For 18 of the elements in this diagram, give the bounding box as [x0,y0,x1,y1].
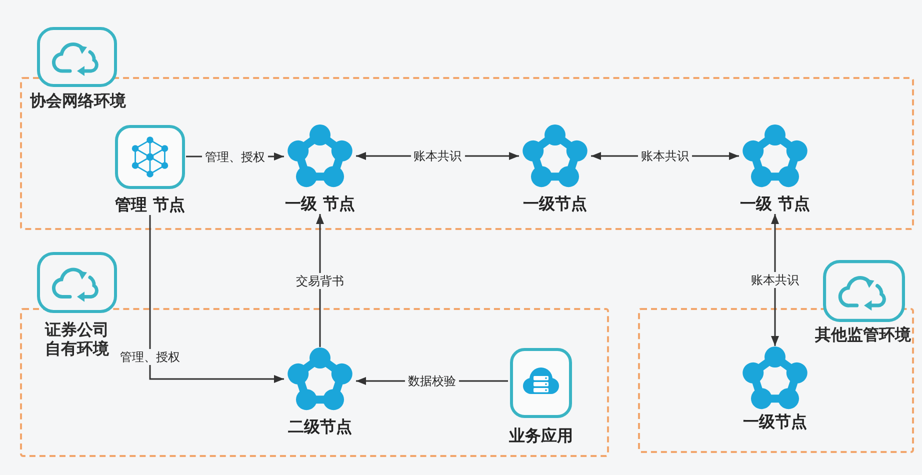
node-label: 一级节点 [743,412,807,432]
edge-label: 数据校验 [405,373,459,389]
node-label: 业务应用 [509,426,573,446]
edge-label: 账本共识 [638,148,692,164]
node-label: 一级节点 [523,194,587,214]
double-arrow [771,214,779,346]
region-label: 证券公司自有环境 [45,320,110,358]
region-label: 其他监管环境 [815,325,911,344]
arrow [149,215,284,383]
node-label: 一级 节点 [740,194,810,214]
edge-label: 管理、授权 [202,148,268,164]
arrow [316,214,324,347]
node-label: 一级 节点 [285,194,355,214]
node-label: 二级节点 [288,417,352,437]
edge-label: 管理、授权 [117,349,183,365]
edge-label: 账本共识 [410,148,464,164]
node-label: 管理 节点 [115,195,185,215]
region-label: 协会网络环境 [30,91,126,110]
